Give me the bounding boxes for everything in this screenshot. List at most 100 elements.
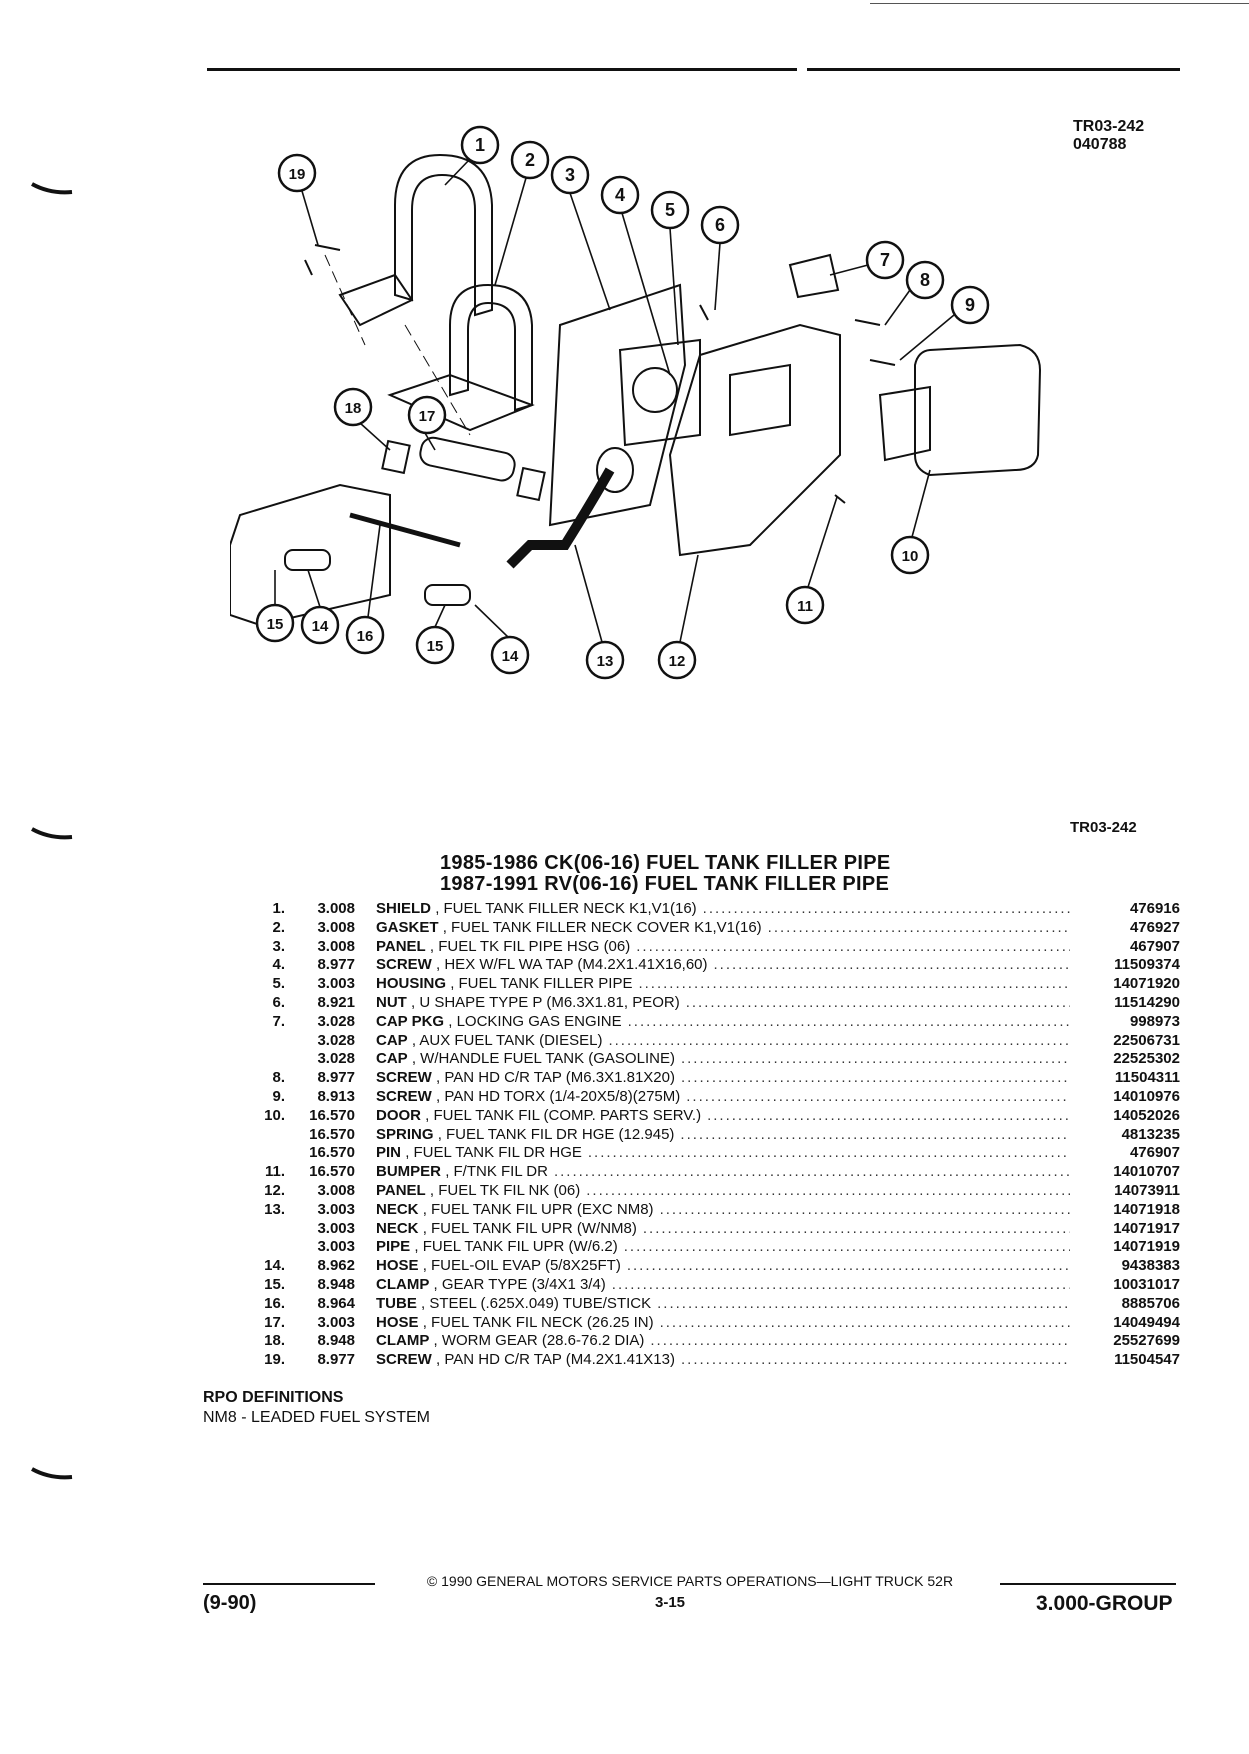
part-description: SCREW , HEX W/FL WA TAP (M4.2X1.41X16,60… [376, 956, 1070, 975]
part-description: CAP , AUX FUEL TANK (DIESEL)............… [376, 1032, 1070, 1051]
leader-dots: ........................................… [713, 956, 1070, 974]
callout-14-left: 14 [312, 618, 329, 635]
part-detail: , FUEL TANK FILLER PIPE [450, 975, 633, 993]
part-description: PANEL , FUEL TK FIL NK (06).............… [376, 1182, 1070, 1201]
rpo-heading: RPO DEFINITIONS [203, 1389, 344, 1406]
part-group: 8.977 [317, 1069, 355, 1087]
hose-part [419, 436, 516, 482]
footer-copyright: © 1990 GENERAL MOTORS SERVICE PARTS OPER… [426, 1573, 954, 1589]
neck-part [506, 467, 615, 569]
part-group: 8.913 [317, 1087, 355, 1105]
part-detail: , U SHAPE TYPE P (M6.3X1.81, PEOR) [411, 993, 680, 1011]
leader-dots: ........................................… [686, 1087, 1070, 1105]
leader-dots: ........................................… [767, 918, 1070, 936]
part-detail: , FUEL TANK FIL UPR (EXC NM8) [422, 1200, 654, 1218]
leader-dots: ........................................… [659, 1313, 1070, 1331]
part-name: CAP [376, 1031, 408, 1049]
header-rule-left [207, 68, 797, 71]
leader-dots: ........................................… [626, 1257, 1070, 1275]
part-number: 25527699 [1113, 1332, 1180, 1350]
part-number: 998973 [1129, 1012, 1180, 1030]
part-number: 22525302 [1113, 1050, 1180, 1068]
part-row: 12. 3.008 PANEL , FUEL TK FIL NK (06).....… [250, 1182, 1180, 1201]
leader-dots: ........................................… [659, 1200, 1070, 1218]
part-number: 11504311 [1114, 1069, 1180, 1087]
part-number: 11504547 [1114, 1351, 1180, 1369]
part-name: TUBE [376, 1294, 417, 1312]
part-description: DOOR , FUEL TANK FIL (COMP. PARTS SERV.)… [376, 1107, 1070, 1126]
part-group: 8.977 [317, 1351, 355, 1369]
gasket-part [449, 283, 533, 412]
part-detail: , FUEL TANK FIL UPR (W/NM8) [422, 1219, 637, 1237]
part-number: 14071920 [1113, 975, 1180, 993]
part-number: 10031017 [1113, 1275, 1180, 1293]
part-group: 3.008 [317, 1181, 355, 1199]
leader-dots: ........................................… [685, 993, 1070, 1011]
footer-rule-right [1000, 1583, 1176, 1585]
part-description: NECK , FUEL TANK FIL UPR (W/NM8)........… [376, 1220, 1070, 1239]
part-description: PIN , FUEL TANK FIL DR HGE..............… [376, 1144, 1070, 1163]
part-number: 14049494 [1113, 1313, 1180, 1331]
part-description: NECK , FUEL TANK FIL UPR (EXC NM8)......… [376, 1201, 1070, 1220]
rpo-definition: NM8 - LEADED FUEL SYSTEM [203, 1409, 431, 1426]
part-index: 5. [272, 975, 285, 993]
fuel-tank-part [230, 483, 391, 627]
part-group: 3.028 [317, 1031, 355, 1049]
part-number: 4813235 [1121, 1125, 1180, 1143]
part-group: 3.003 [317, 1200, 355, 1218]
part-name: SCREW [376, 956, 432, 974]
header-rule-right [807, 68, 1180, 71]
title-line-2: 1987-1991 RV(06-16) FUEL TANK FILLER PIP… [440, 873, 890, 895]
part-index: 12. [264, 1181, 285, 1199]
part-detail: , FUEL TANK FILLER NECK COVER K1,V1(16) [442, 918, 762, 936]
leader-dots: ........................................… [627, 1012, 1070, 1030]
leader-dots: ........................................… [650, 1332, 1070, 1350]
leader-dots: ........................................… [587, 1144, 1070, 1162]
callout-9: 9 [965, 295, 975, 315]
leader-dots: ........................................… [623, 1238, 1070, 1256]
part-description: CLAMP , WORM GEAR (28.6-76.2 DIA).......… [376, 1332, 1070, 1351]
part-name: SPRING [376, 1125, 434, 1143]
page-number: 3-15 [655, 1594, 686, 1611]
part-name: SCREW [376, 1351, 432, 1369]
part-detail: , FUEL-OIL EVAP (5/8X25FT) [422, 1257, 621, 1275]
part-group: 3.008 [317, 937, 355, 955]
diagram-code: TR03-242 [1073, 118, 1145, 135]
callout-11: 11 [797, 598, 813, 615]
leader-dots: ........................................… [638, 975, 1070, 993]
leader-dots: ........................................… [680, 1050, 1070, 1068]
part-number: 11514290 [1114, 993, 1180, 1011]
part-number: 22506731 [1113, 1031, 1180, 1049]
callout-4: 4 [615, 185, 625, 205]
part-number: 14010707 [1113, 1163, 1180, 1181]
door-part [914, 343, 1042, 477]
part-description: PANEL , FUEL TK FIL PIPE HSG (06).......… [376, 938, 1070, 957]
shield-part [394, 153, 493, 317]
callout-6: 6 [715, 215, 725, 235]
part-name: SCREW [376, 1069, 432, 1087]
part-detail: , WORM GEAR (28.6-76.2 DIA) [433, 1332, 645, 1350]
part-detail: , STEEL (.625X.049) TUBE/STICK [421, 1294, 652, 1312]
part-detail: , AUX FUEL TANK (DIESEL) [411, 1031, 603, 1049]
part-index: 15. [264, 1275, 285, 1293]
diagram-reference: TR03-242 040788 [1073, 118, 1144, 154]
part-number: 467907 [1129, 937, 1180, 955]
part-description: CAP PKG , LOCKING GAS ENGINE............… [376, 1013, 1070, 1032]
part-number: 14010976 [1113, 1087, 1180, 1105]
part-index: 3. [272, 937, 285, 955]
leader-dots: ........................................… [586, 1181, 1070, 1199]
part-description: SPRING , FUEL TANK FIL DR HGE (12.945)..… [376, 1126, 1070, 1145]
part-name: HOSE [376, 1257, 419, 1275]
part-group: 16.570 [309, 1144, 355, 1162]
part-name: NECK [376, 1200, 419, 1218]
